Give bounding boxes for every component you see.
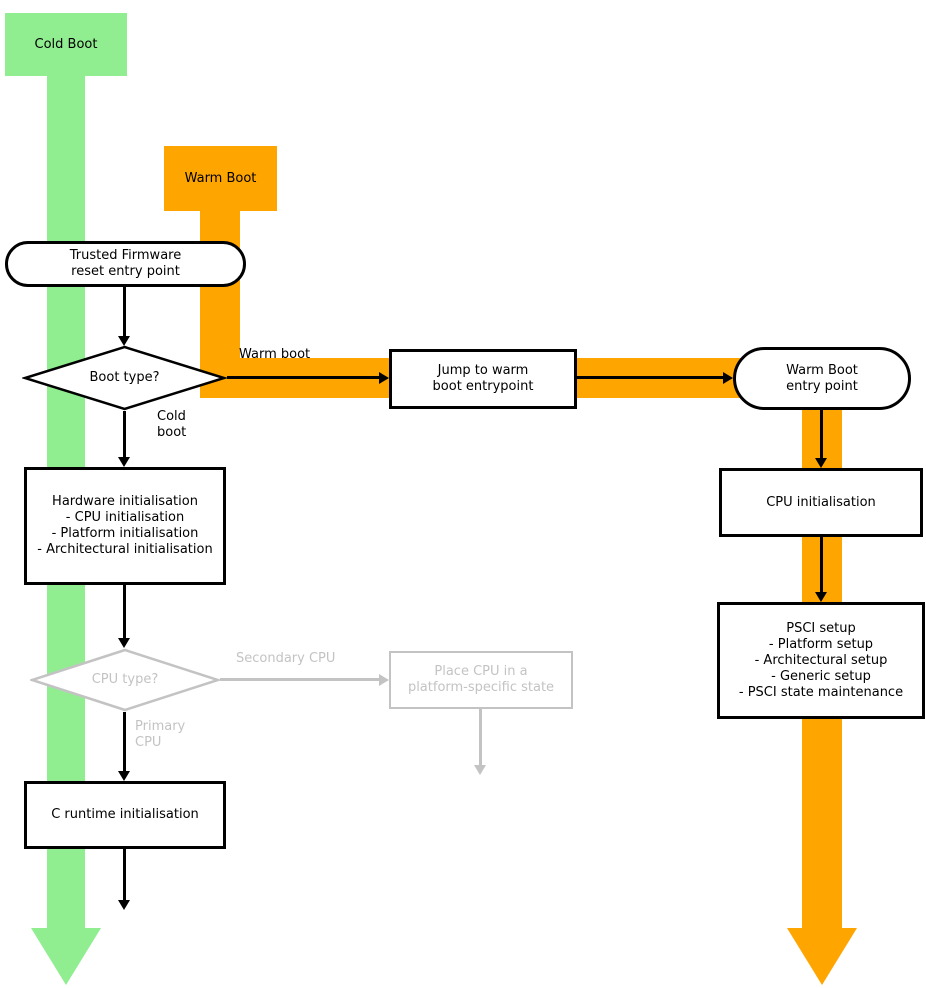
edge-label-warm-boot-text: Warm boot [239,347,311,362]
decision-boot-type: Boot type? [22,345,227,411]
node-psci-setup: PSCI setup - Platform setup - Architectu… [717,602,925,719]
node-psci-line2: - Platform setup [768,636,874,652]
node-hwinit-line1: Hardware initialisation [52,494,198,509]
edge-label-secondary-cpu-text: Secondary CPU [236,651,336,666]
edge-label-primary-cpu: Primary CPU [135,719,185,751]
node-placecpu-line2: platform-specific state [407,680,555,695]
arrowhead-placecpu-continue [474,765,486,775]
warm-boot-band-arrowhead [787,928,857,985]
arrow-cpuinit-to-psci [820,537,823,592]
arrowhead-boottype-to-jump [379,372,389,384]
edge-label-primary-cpu-line1: Primary [135,719,186,734]
edge-label-warm-boot: Warm boot [239,347,310,363]
node-cpu-initialisation: CPU initialisation [719,468,923,537]
node-warm-boot-entry-point: Warm Boot entry point [733,347,911,410]
node-place-cpu: Place CPU in a platform-specific state [389,651,573,709]
edge-label-cold-boot-line1: Cold [157,409,186,424]
cpu-type-diamond-shape [30,648,220,712]
arrow-jump-to-warmentry [577,376,723,379]
node-c-runtime-init: C runtime initialisation [24,781,226,849]
node-cpuinit-label: CPU initialisation [766,494,876,510]
cold-boot-label: Cold Boot [34,37,98,52]
arrow-boottype-to-jump [227,376,379,379]
arrow-reset-to-boottype [123,287,126,336]
node-psci-line3: - Architectural setup [754,652,888,668]
arrow-placecpu-continue [479,709,482,765]
node-jump-warm-line1: Jump to warm [437,363,529,378]
boot-type-diamond-shape [22,345,227,411]
cold-boot-band-arrowhead [31,928,101,985]
arrowhead-reset-to-boottype [118,336,130,346]
edge-label-primary-cpu-line2: CPU [135,735,162,750]
node-hwinit-line4: - Architectural initialisation [37,542,213,557]
edge-label-cold-boot-line2: boot [157,425,187,440]
arrowhead-cputype-to-cruntime [118,771,130,781]
arrow-cruntime-continue [123,849,126,900]
arrowhead-cruntime-continue [118,900,130,910]
warm-boot-label: Warm Boot [184,171,257,186]
node-reset-entry-line1: Trusted Firmware [69,248,182,263]
arrowhead-boottype-to-hwinit [118,457,130,467]
edge-label-cold-boot: Cold boot [157,409,186,441]
arrow-hwinit-to-cputype [123,585,126,638]
node-jump-warm-boot: Jump to warm boot entrypoint [389,349,577,409]
arrowhead-warmentry-to-cpuinit [815,458,827,468]
arrowhead-cpuinit-to-psci [815,592,827,602]
arrowhead-jump-to-warmentry [723,372,733,384]
node-reset-entry-line2: reset entry point [71,264,180,279]
node-warm-entry-line1: Warm Boot [786,362,858,378]
arrow-warmentry-to-cpuinit [820,410,823,458]
node-psci-line4: - Generic setup [771,668,871,684]
node-psci-line5: - PSCI state maintenance [738,684,904,700]
node-hwinit-line2: - CPU initialisation [65,510,185,525]
decision-boot-type-label: Boot type? [89,370,160,385]
arrow-boottype-to-hwinit [123,411,126,457]
decision-cpu-type-label: CPU type? [91,672,159,687]
node-placecpu-line1: Place CPU in a [434,664,528,679]
node-warm-entry-line2: entry point [786,378,858,394]
node-hardware-initialisation: Hardware initialisation - CPU initialisa… [24,467,226,585]
arrowhead-hwinit-to-cputype [118,638,130,648]
arrowhead-cputype-to-placecpu [379,674,389,686]
node-hwinit-line3: - Platform initialisation [51,526,199,541]
cold-boot-start: Cold Boot [5,13,127,76]
node-cruntime-label: C runtime initialisation [51,807,199,822]
arrow-cputype-to-cruntime [123,712,126,771]
node-reset-entry-point: Trusted Firmware reset entry point [5,241,246,287]
node-psci-line1: PSCI setup [786,620,856,636]
node-jump-warm-line2: boot entrypoint [432,379,534,394]
decision-cpu-type: CPU type? [30,648,220,712]
warm-boot-start: Warm Boot [164,146,277,211]
edge-label-secondary-cpu: Secondary CPU [236,651,335,667]
arrow-cputype-to-placecpu [220,678,379,681]
